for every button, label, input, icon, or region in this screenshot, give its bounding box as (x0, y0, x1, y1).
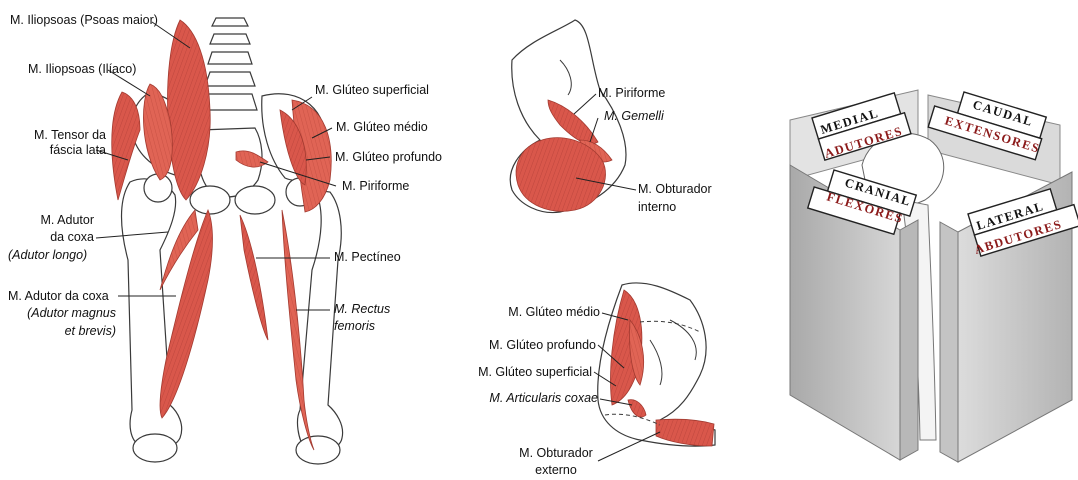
label-adutor-magnus-line3: et brevis) (8, 324, 116, 339)
label-gluteo-profundo: M. Glúteo profundo (335, 150, 442, 165)
label-gluteo-superficial-bottom: M. Glúteo superficial (432, 365, 592, 380)
vertebra (208, 52, 252, 64)
obturator-foramen-right (235, 186, 275, 214)
hip-detail-bottom (594, 283, 715, 461)
label-gemelli: M. Gemelli (604, 109, 664, 124)
femur-left (122, 179, 182, 449)
label-adutor-magnus-line2: (Adutor magnus (8, 306, 116, 321)
obturator-foramen-left (190, 186, 230, 214)
knee-right (296, 436, 340, 464)
label-obturador-externo-line2: externo (516, 463, 596, 478)
wall-front-right-edge (940, 222, 958, 462)
label-piriforme-top: M. Piriforme (598, 86, 665, 101)
label-tensor-line2: fáscia lata (10, 143, 106, 158)
label-adutor-longo-line3-text: (Adutor longo) (8, 248, 87, 262)
label-gluteo-superficial: M. Glúteo superficial (315, 83, 429, 98)
label-articularis: M. Articularis coxae (432, 391, 598, 406)
movement-box (790, 85, 1078, 462)
label-obturador-interno-line2: interno (638, 200, 676, 215)
label-rectus-line2: femoris (334, 319, 375, 334)
label-piriforme: M. Piriforme (342, 179, 409, 194)
label-adutor-longo-line2: da coxa (10, 230, 94, 245)
label-gluteo-profundo-bottom: M. Glúteo profundo (436, 338, 596, 353)
label-tensor-line1: M. Tensor da (10, 128, 106, 143)
vertebra (203, 94, 257, 110)
vertebra (212, 18, 248, 26)
label-obturador-interno-line1: M. Obturador (638, 182, 712, 197)
vertebra (205, 72, 255, 86)
femoral-head-left (144, 174, 172, 202)
knee-left (133, 434, 177, 462)
front-view-skeleton (122, 18, 343, 464)
label-pectineo: M. Pectíneo (334, 250, 401, 265)
label-adutor-longo-line3: (Adutor longo) (8, 248, 87, 263)
vertebra (210, 34, 250, 44)
label-iliopsoas-psoas: M. Iliopsoas (Psoas maior) (10, 13, 158, 28)
label-rectus-line1: M. Rectus (334, 302, 390, 317)
label-obturador-externo-line1: M. Obturador (516, 446, 596, 461)
wall-front-left-edge (900, 220, 918, 460)
label-gluteo-medio: M. Glúteo médio (336, 120, 428, 135)
label-iliopsoas-iliaco: M. Iliopsoas (Ilíaco) (28, 62, 136, 77)
label-adutor-longo-line1: M. Adutor (10, 213, 94, 228)
label-adutor-magnus-line1: M. Adutor da coxa (8, 289, 109, 304)
label-gluteo-medio-bottom: M. Glúteo médio (440, 305, 600, 320)
muscle-pectineo (240, 215, 268, 340)
